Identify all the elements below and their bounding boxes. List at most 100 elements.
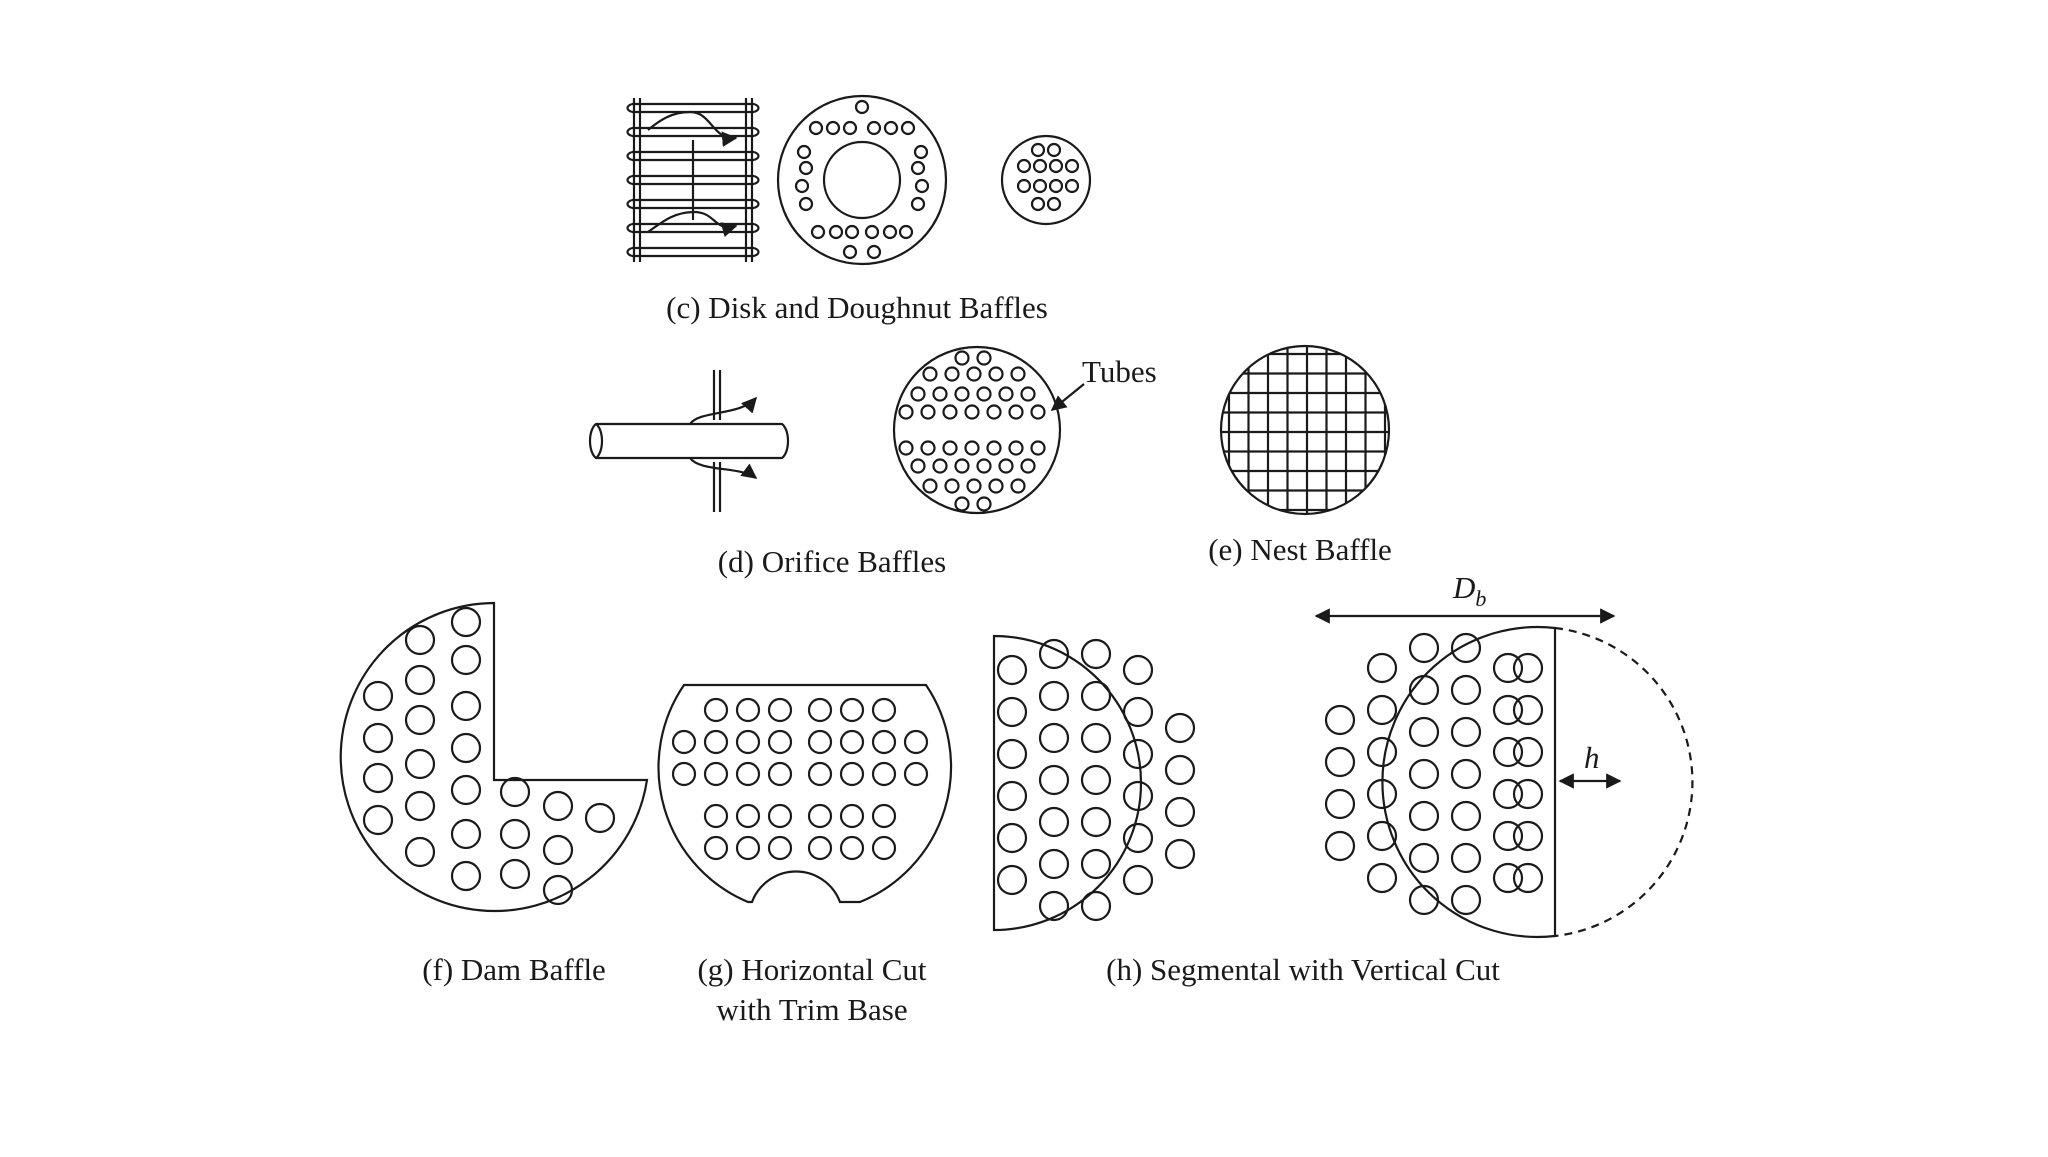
label-tubes: Tubes	[1082, 354, 1157, 389]
tube-hole	[1020, 386, 1036, 402]
tube-hole	[1048, 178, 1064, 194]
tube-hole	[900, 120, 916, 136]
segmental-baffle-left	[992, 634, 1196, 932]
tube-hole	[1324, 788, 1356, 820]
tube-hole	[1164, 754, 1196, 786]
caption-disk-doughnut: (c) Disk and Doughnut Baffles	[666, 290, 1048, 325]
tube-hole	[1080, 764, 1112, 796]
tube-hole	[1032, 178, 1048, 194]
tube-hole	[703, 835, 729, 861]
tube-hole	[1450, 758, 1482, 790]
tube-hole	[839, 761, 865, 787]
tube-hole	[1450, 716, 1482, 748]
tube-hole	[1366, 820, 1398, 852]
tube-hole	[1450, 884, 1482, 916]
tube-hole	[404, 704, 436, 736]
tube-hole	[1064, 178, 1080, 194]
tube-hole	[882, 224, 898, 240]
tube-hole	[810, 224, 826, 240]
tube-hole	[1122, 696, 1154, 728]
tube-hole	[499, 858, 531, 890]
caption-segmental: (h) Segmental with Vertical Cut	[1106, 952, 1500, 987]
tube-hole	[920, 440, 936, 456]
tube-hole	[1512, 778, 1544, 810]
tube-hole	[1366, 862, 1398, 894]
segmental-baffle-right	[1314, 608, 1694, 939]
tube-end	[753, 222, 760, 234]
tube-hole	[735, 697, 761, 723]
tube-hole	[903, 729, 929, 755]
tube-end	[626, 174, 633, 186]
tube-hole	[542, 834, 574, 866]
tube-hole	[796, 144, 812, 160]
tube-hole	[404, 624, 436, 656]
tube-end	[753, 150, 760, 162]
tube-hole	[996, 822, 1028, 854]
tube-hole	[1408, 632, 1440, 664]
tube-hole	[1122, 864, 1154, 896]
tube-hole	[362, 762, 394, 794]
tube-hole	[450, 606, 482, 638]
tube-hole	[1450, 842, 1482, 874]
orifice-side-view	[588, 370, 790, 512]
orifice-baffle-face	[892, 345, 1085, 515]
tube-hole	[898, 440, 914, 456]
tube-hole	[996, 864, 1028, 896]
tube-hole	[798, 160, 814, 176]
label-db: Db	[1452, 570, 1486, 611]
tube-hole	[1122, 780, 1154, 812]
tube-hole	[954, 458, 970, 474]
tube-hole	[839, 803, 865, 829]
tube-hole	[807, 729, 833, 755]
tube-hole	[767, 729, 793, 755]
caption-orifice: (d) Orifice Baffles	[718, 544, 946, 579]
tube-hole	[1492, 652, 1524, 684]
horizontal-cut-baffle	[657, 683, 953, 904]
tube-hole	[1366, 778, 1398, 810]
tube-hole	[1450, 800, 1482, 832]
tube-hole	[1492, 736, 1524, 768]
tube-hole	[871, 697, 897, 723]
tube-hole	[922, 366, 938, 382]
tube-hole	[1164, 712, 1196, 744]
tube-hole	[986, 440, 1002, 456]
tube-hole	[671, 729, 697, 755]
tube-hole	[450, 818, 482, 850]
tube-hole	[808, 120, 824, 136]
tube-hole	[1512, 820, 1544, 852]
tube-hole	[404, 664, 436, 696]
tube-hole	[866, 244, 882, 260]
tube-hole	[1164, 796, 1196, 828]
tube-hole	[362, 680, 394, 712]
tube-hole	[996, 654, 1028, 686]
tube-hole	[1030, 440, 1046, 456]
tube-hole	[988, 366, 1004, 382]
tube-hole	[1010, 366, 1026, 382]
tube-hole	[362, 804, 394, 836]
tube-hole	[1080, 890, 1112, 922]
tube-hole	[1080, 848, 1112, 880]
tube-hole	[1046, 196, 1062, 212]
tube-hole	[1324, 746, 1356, 778]
tube-hole	[996, 738, 1028, 770]
tube-hole	[794, 178, 810, 194]
tube-hole	[854, 99, 870, 115]
tube-hole	[1080, 638, 1112, 670]
tube-hole	[1492, 694, 1524, 726]
tube-hole	[1038, 722, 1070, 754]
nest-baffle	[1219, 344, 1391, 516]
tube-hole	[542, 790, 574, 822]
tube-hole	[1492, 862, 1524, 894]
tube-hole	[767, 835, 793, 861]
dam-baffle	[339, 601, 649, 913]
tube-hole	[932, 458, 948, 474]
tube-hole	[1030, 196, 1046, 212]
tube-hole	[839, 697, 865, 723]
tube-hole	[1324, 704, 1356, 736]
tube-hole	[976, 458, 992, 474]
tube-hole	[1038, 764, 1070, 796]
tube-end	[626, 222, 633, 234]
tube-hole	[1008, 440, 1024, 456]
tube-hole	[932, 386, 948, 402]
tube-hole	[807, 761, 833, 787]
